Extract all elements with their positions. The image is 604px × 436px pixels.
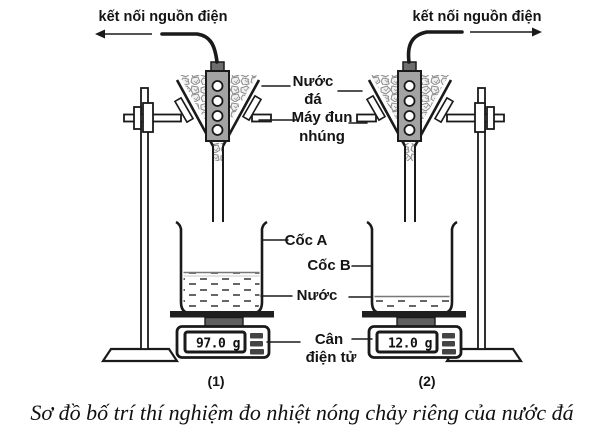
scale-reading-right: 12.0 g <box>388 337 432 352</box>
water-b <box>374 295 450 312</box>
scale-display-left <box>183 330 247 354</box>
immersion-heater-left <box>205 61 230 142</box>
label-beaker-b: Cốc B <box>307 257 351 274</box>
digital-scale-right: 12.0 g <box>362 311 466 359</box>
clamp-right <box>356 94 505 133</box>
label-beaker-a: Cốc A <box>285 232 328 249</box>
part-labels: Nước đá Máy đun nhúng Cốc A Cốc B Nước C… <box>258 73 373 366</box>
power-label-right: kết nối nguồn điện <box>413 9 542 25</box>
setup1-label: (1) <box>207 373 224 389</box>
power-arrow-right <box>470 27 542 37</box>
setup-1: kết nối nguồn điện 97.0 g (1) <box>95 9 274 389</box>
label-water: Nước <box>297 287 338 304</box>
stand-rod-left <box>140 87 149 350</box>
stand-base-left <box>100 347 180 363</box>
scale-display-right <box>375 330 439 354</box>
clamp-left <box>123 94 272 133</box>
scale-reading-left: 97.0 g <box>196 337 240 352</box>
power-cable-right <box>406 30 464 64</box>
water-a <box>183 271 260 312</box>
label-heater-line2: nhúng <box>299 128 345 145</box>
ice-right-neck <box>404 143 416 161</box>
digital-scale-left: 97.0 g <box>170 311 274 359</box>
figure-caption: Sơ đồ bố trí thí nghiệm đo nhiệt nóng ch… <box>30 400 573 425</box>
label-heater-line1: Máy đun <box>292 109 353 126</box>
stand-rod-right <box>477 87 486 350</box>
ice-left-neck <box>212 143 224 161</box>
scale-buttons-right <box>442 333 456 355</box>
setup-2: kết nối nguồn điện 12.0 g (2) <box>356 9 542 389</box>
label-scale-line2: điện tử <box>306 349 357 366</box>
setup2-label: (2) <box>418 373 435 389</box>
power-arrow-left <box>95 29 152 39</box>
label-ice-line1: Nước <box>293 73 334 90</box>
scale-platform-left <box>170 311 274 318</box>
power-label-left: kết nối nguồn điện <box>99 9 228 25</box>
label-scale-line1: Cân <box>315 331 343 348</box>
label-ice-line2: đá <box>304 91 322 108</box>
power-cable-left <box>160 32 219 64</box>
scale-platform-right <box>362 311 466 318</box>
immersion-heater-right <box>397 61 422 142</box>
scale-buttons-left <box>250 333 264 355</box>
